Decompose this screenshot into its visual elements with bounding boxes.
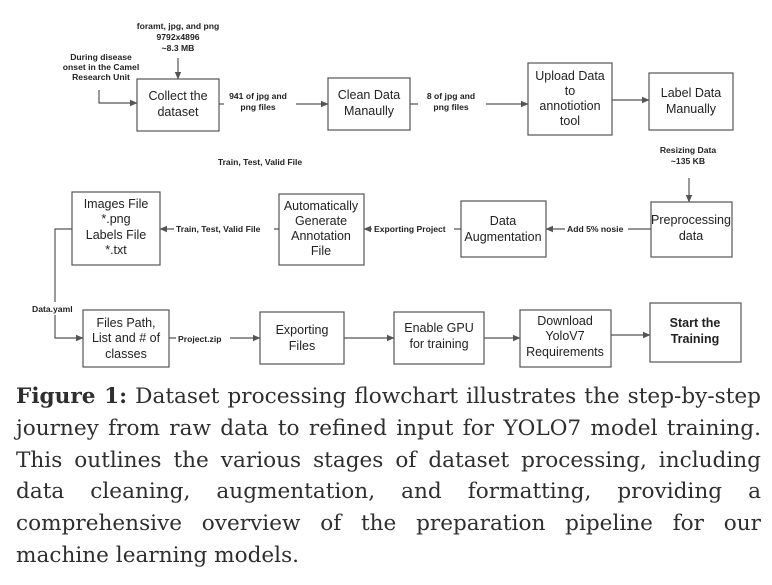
node-download-line-3: Requirements: [526, 345, 604, 359]
node-upload-line-3: annotiotion: [539, 99, 600, 113]
edge-label-collect-clean: 941 of jpg and png files: [224, 89, 296, 113]
node-augment-line-1: Data: [490, 214, 516, 228]
node-preprocess-line-2: data: [679, 229, 703, 243]
edge-label-collect-clean-line-1: 941 of jpg and: [229, 91, 287, 101]
flowchart: Collect the dataset Clean Data Manaully …: [30, 21, 742, 368]
edge-label-collect-clean-line-2: png files: [240, 102, 276, 112]
edge-label-project-zip: Project.zip: [176, 332, 230, 345]
node-preprocessing-data: Preprocessing data: [650, 201, 733, 258]
node-exporting-files: Exporting Files: [259, 311, 345, 365]
edge-label-clean-upload: 8 of jpg and png files: [418, 89, 486, 113]
note-onset-line-1: During disease: [70, 52, 132, 62]
node-label-line-2: Manually: [666, 102, 717, 116]
edge-label-data-yaml-text: Data.yaml: [32, 304, 73, 314]
edge-images-to-files-path: [54, 228, 84, 342]
node-gpu-line-2: for training: [409, 337, 468, 351]
node-annotate-line-2: Generate: [295, 214, 347, 228]
figure-caption-text: Dataset processing flowchart illustrates…: [16, 384, 761, 568]
node-files-path-line-1: Files Path,: [96, 316, 155, 330]
edge-label-clean-upload-line-2: png files: [433, 102, 469, 112]
node-augment-line-2: Augmentation: [464, 230, 541, 244]
node-start-line-2: Training: [671, 332, 720, 346]
node-label-data: Label Data Manually: [648, 72, 734, 131]
node-preprocess-line-1: Preprocessing: [651, 213, 731, 227]
node-clean-line-2: Manaully: [344, 104, 395, 118]
node-download-line-2: YoloV7: [545, 329, 584, 343]
edge-label-exporting-project: Exporting Project: [372, 222, 454, 235]
figure-caption-label: Figure 1:: [16, 384, 128, 409]
edge-label-add-noise: Add 5% nosie: [565, 222, 628, 235]
node-export-line-1: Exporting: [276, 323, 329, 337]
note-onset-line-3: Research Unit: [72, 72, 130, 82]
note-format-line-3: ~8.3 MB: [162, 43, 195, 53]
node-label-line-1: Label Data: [661, 86, 722, 100]
node-upload-line-2: to: [565, 84, 575, 98]
edge-label-project-zip-text: Project.zip: [178, 334, 221, 344]
node-download-line-1: Download: [537, 314, 593, 328]
node-data-augmentation: Data Augmentation: [460, 200, 547, 258]
note-format-line-2: 9792x4896: [156, 32, 199, 42]
edge-label-add-noise-text: Add 5% nosie: [567, 224, 624, 234]
edge-onset-to-collect: [98, 90, 138, 107]
edge-label-train-test-valid: Train, Test, Valid File: [174, 222, 274, 235]
node-annotate-line-4: File: [311, 244, 331, 258]
note-format-line-1: foramt, jpg, and png: [137, 21, 220, 31]
node-start-line-1: Start the: [670, 316, 721, 330]
node-upload-line-4: tool: [560, 114, 580, 128]
node-generate-annotation: Automatically Generate Annotation File: [278, 193, 365, 266]
node-enable-gpu: Enable GPU for training: [393, 311, 485, 365]
edge-label-clean-upload-line-1: 8 of jpg and: [427, 91, 475, 101]
note-format: foramt, jpg, and png 9792x4896 ~8.3 MB: [137, 21, 220, 53]
node-images-labels-file: Images File *.png Labels File *.txt: [71, 191, 161, 266]
node-collect-line-1: Collect the: [148, 89, 207, 103]
note-onset-line-2: onset in the Camel: [63, 62, 139, 72]
node-images-line-1: Images File: [84, 197, 149, 211]
node-images-line-3: Labels File: [86, 228, 146, 242]
edge-label-data-yaml: Data.yaml: [30, 302, 76, 315]
note-resizing-line-2: ~135 KB: [671, 156, 705, 166]
node-clean-line-1: Clean Data: [338, 88, 401, 102]
node-clean-data: Clean Data Manaully: [327, 77, 411, 131]
figure-caption: Figure 1: Dataset processing flowchart i…: [16, 381, 761, 572]
node-files-path-line-2: List and # of: [92, 331, 161, 345]
node-images-line-4: *.txt: [105, 243, 127, 257]
note-onset: During disease onset in the Camel Resear…: [63, 52, 139, 82]
node-download-yolov7: Download YoloV7 Requirements: [519, 309, 612, 368]
node-upload-data: Upload Data to annotiotion tool: [527, 62, 613, 136]
node-files-path-line-3: classes: [105, 347, 147, 361]
node-images-line-2: *.png: [101, 212, 130, 226]
note-resizing-line-1: Resizing Data: [660, 145, 717, 155]
edge-label-exporting-project-text: Exporting Project: [374, 224, 446, 234]
node-files-path: Files Path, List and # of classes: [82, 309, 170, 368]
edge-label-train-test-valid-text: Train, Test, Valid File: [176, 224, 261, 234]
note-train-split-top: Train, Test, Valid File: [218, 157, 303, 167]
node-annotate-line-3: Annotation: [291, 229, 351, 243]
node-annotate-line-1: Automatically: [284, 199, 359, 213]
note-resizing: Resizing Data ~135 KB: [660, 145, 717, 166]
node-upload-line-1: Upload Data: [535, 69, 605, 83]
node-collect-dataset: Collect the dataset: [136, 78, 220, 132]
node-gpu-line-1: Enable GPU: [404, 321, 473, 335]
node-export-line-2: Files: [289, 339, 315, 353]
node-collect-line-2: dataset: [157, 105, 199, 119]
node-start-training: Start the Training: [649, 302, 742, 363]
